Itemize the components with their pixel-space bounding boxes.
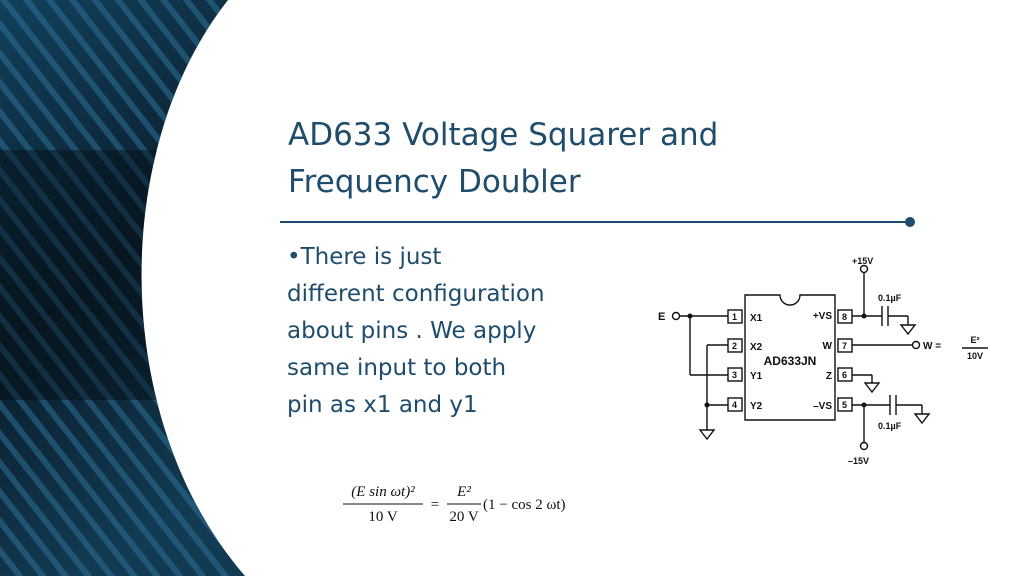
pin-label: –VS xyxy=(813,401,832,412)
slide-title: AD633 Voltage Squarer and Frequency Doub… xyxy=(288,112,848,206)
capacitor-label: 0.1µF xyxy=(878,421,902,431)
pin-label: X2 xyxy=(750,342,763,353)
equation-lhs-numerator: (E sin ωt)² xyxy=(351,484,415,500)
equation-rhs-denominator: 20 V xyxy=(449,509,478,525)
pin-num: 1 xyxy=(732,312,737,322)
supply-negative-label: –15V xyxy=(848,456,869,466)
divider-dot xyxy=(905,217,915,227)
bullet-line: different configuration xyxy=(287,281,545,307)
pin-label: +VS xyxy=(813,311,833,322)
equation-lhs-denominator: 10 V xyxy=(368,509,397,525)
title-divider xyxy=(280,221,910,223)
pin-label: Y2 xyxy=(750,401,763,412)
pin-num: 5 xyxy=(842,400,847,410)
output-label: W = xyxy=(923,341,941,352)
bullet-line: same input to both xyxy=(287,355,507,381)
bullet-line: •There is just xyxy=(287,244,442,270)
pin-label: Z xyxy=(826,371,832,382)
pin-label: X1 xyxy=(750,313,763,324)
squarer-equation: (E sin ωt)² 10 V = E² 20 V (1 − cos 2 ωt… xyxy=(343,484,566,525)
slide-title-line-2: Frequency Doubler xyxy=(288,164,581,200)
chip-name: AD633JN xyxy=(764,354,817,368)
bullet-line: about pins . We apply xyxy=(287,318,537,344)
pin-label: W xyxy=(823,341,833,352)
pin-num: 7 xyxy=(842,341,847,351)
bullet-text: •There is just different configuration a… xyxy=(287,239,587,424)
output-denominator: 10V xyxy=(967,351,983,361)
pin-num: 3 xyxy=(732,370,737,380)
pin-num: 2 xyxy=(732,341,737,351)
pin-label: Y1 xyxy=(750,371,763,382)
output-numerator: E² xyxy=(971,335,980,345)
slide-title-line-1: AD633 Voltage Squarer and xyxy=(288,117,719,153)
bullet-line: pin as x1 and y1 xyxy=(287,392,478,418)
equation-equals: = xyxy=(431,497,439,513)
pin-num: 4 xyxy=(732,400,737,410)
input-label: E xyxy=(658,311,665,323)
pin-num: 6 xyxy=(842,370,847,380)
equation-rhs-numerator: E² xyxy=(456,484,471,500)
pin-num: 8 xyxy=(842,312,847,322)
supply-positive-label: +15V xyxy=(852,256,873,266)
capacitor-label: 0.1µF xyxy=(878,293,902,303)
ad633-circuit-diagram: E 1 2 3 4 X1 X2 Y1 Y2 8 7 6 5 +VS W Z –V… xyxy=(658,256,988,466)
equation-rhs-parenthesis: (1 − cos 2 ωt) xyxy=(483,497,566,513)
